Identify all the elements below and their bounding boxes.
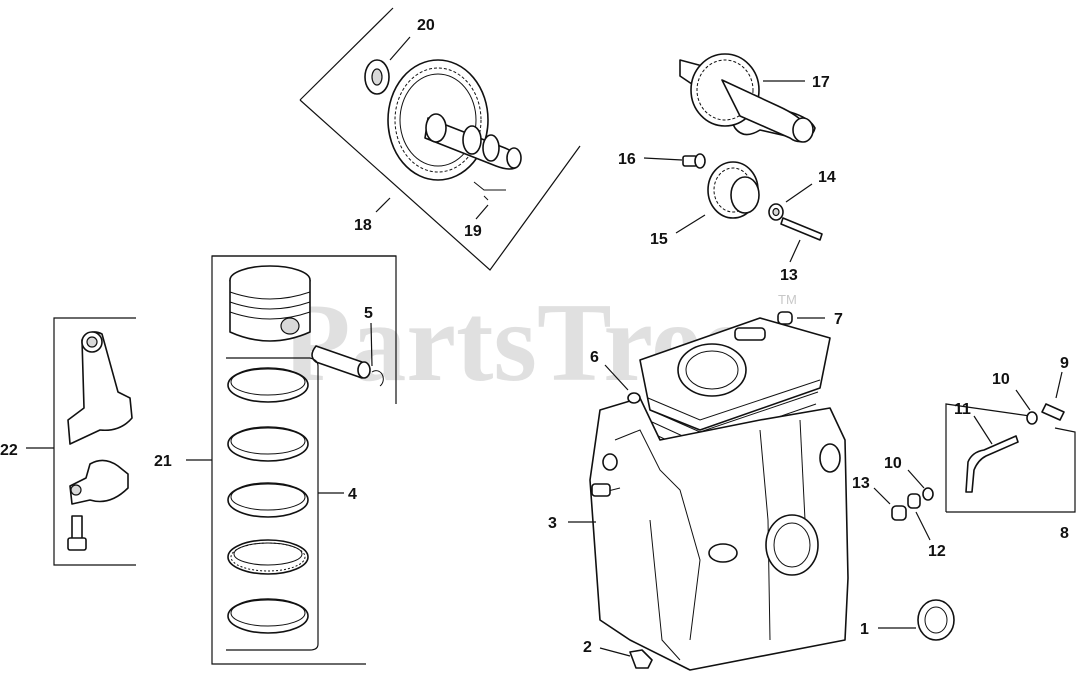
callout-9[interactable]: 9 [1060, 355, 1069, 372]
camshaft-group [299, 7, 581, 271]
callout-4[interactable]: 4 [348, 486, 357, 503]
drain-plug-shape [629, 649, 653, 669]
crankcase-block [589, 317, 849, 671]
callout-18[interactable]: 17 [812, 74, 830, 91]
rings-bracket [226, 357, 319, 651]
callout-1[interactable]: 1 [860, 621, 869, 638]
breather-tube-shape [965, 435, 1019, 493]
oil-seal-shape [917, 599, 955, 641]
conrod-box [53, 317, 136, 566]
governor-group [679, 53, 823, 241]
callout-22[interactable]: 21 [154, 453, 172, 470]
callout-23[interactable]: 22 [0, 442, 18, 459]
piston-rings [227, 367, 309, 634]
callout-5[interactable]: 5 [364, 305, 373, 322]
callout-16[interactable]: 15 [650, 231, 668, 248]
callout-15[interactable]: 14 [818, 169, 836, 186]
breather-box [946, 427, 1076, 513]
piston-group [229, 265, 384, 387]
watermark-trademark: TM [778, 292, 797, 307]
connecting-rod [67, 331, 133, 551]
callout-2[interactable]: 2 [583, 639, 592, 656]
callout-10a[interactable]: 10 [992, 371, 1010, 388]
callout-3[interactable]: 3 [548, 515, 557, 532]
callout-21[interactable]: 20 [417, 17, 435, 34]
callout-10b[interactable]: 10 [884, 455, 902, 472]
callout-14[interactable]: 13 [780, 267, 798, 284]
callout-8[interactable]: 8 [1060, 525, 1069, 542]
callout-11[interactable]: 11 [954, 401, 971, 418]
callout-6[interactable]: 6 [590, 349, 599, 366]
callout-20[interactable]: 19 [464, 223, 482, 240]
callout-7[interactable]: 7 [834, 311, 843, 328]
callout-19[interactable]: 18 [354, 217, 372, 234]
dowel-7-shape [777, 311, 793, 325]
callout-17[interactable]: 16 [618, 151, 636, 168]
callout-12[interactable]: 12 [928, 543, 946, 560]
dowel-6-shape [627, 392, 641, 404]
callout-13[interactable]: 13 [852, 475, 870, 492]
